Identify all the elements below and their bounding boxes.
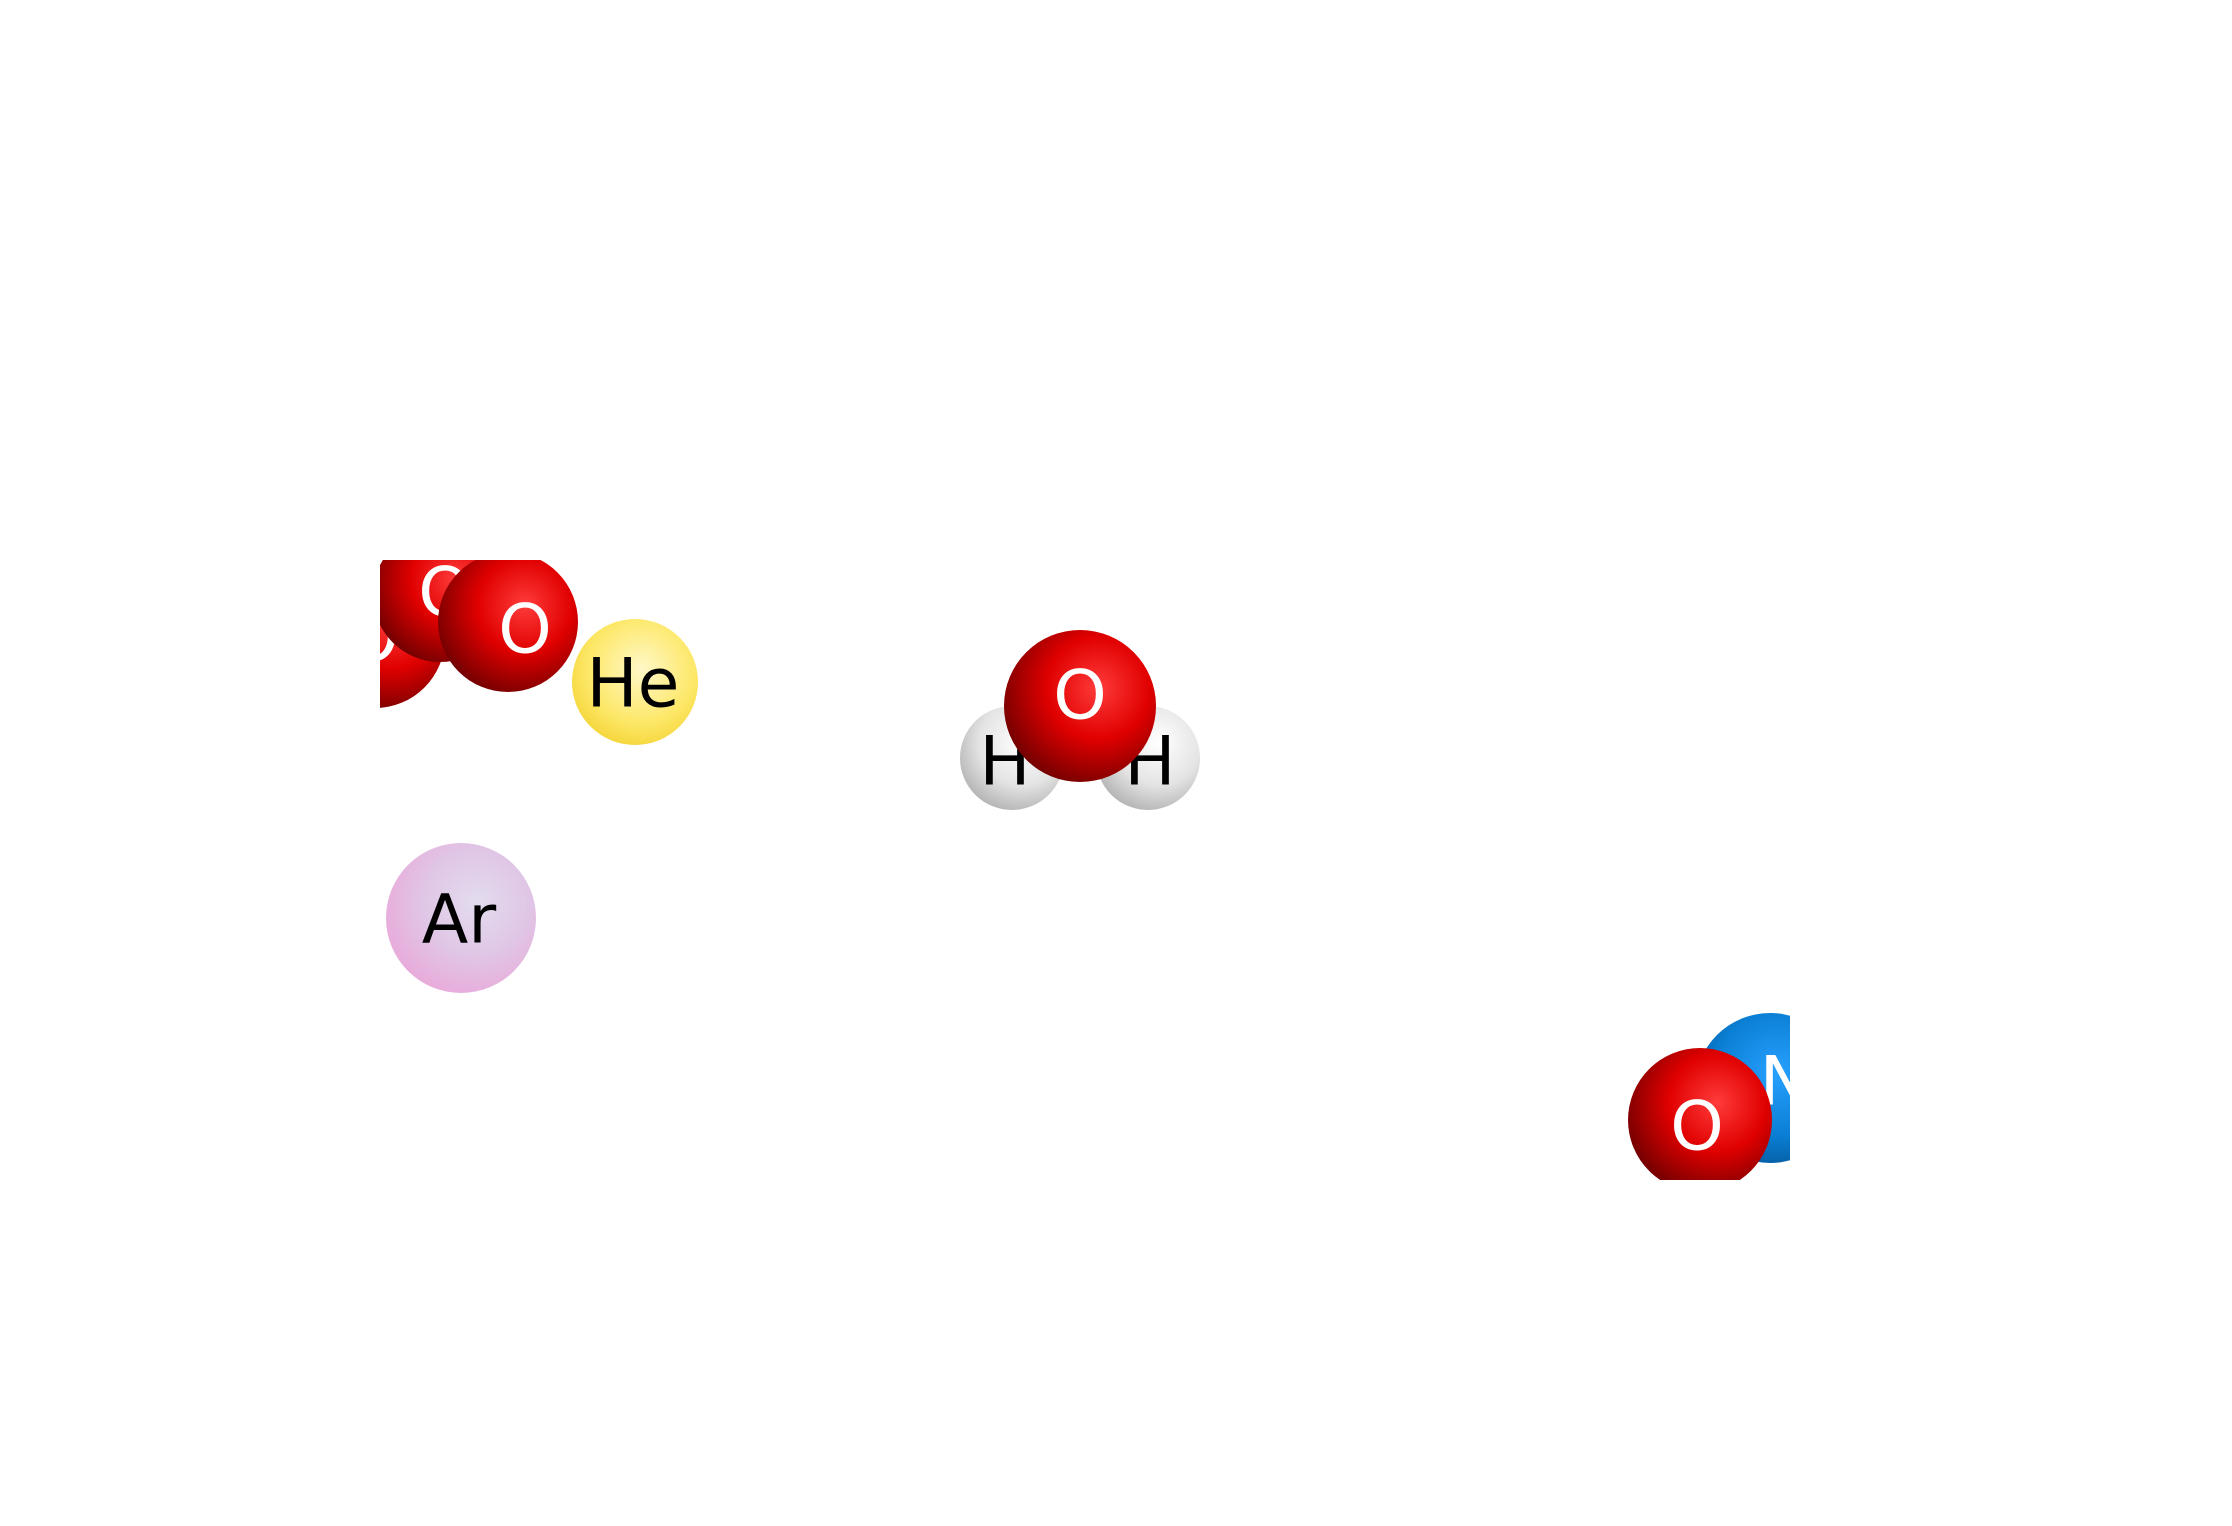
- atom-label: Ar: [422, 881, 497, 960]
- oxygen-atom-sphere: [1628, 1048, 1772, 1180]
- nitric-oxide-molecule: N O: [1628, 1013, 1790, 1180]
- nitric-oxide-oxygen: O: [1628, 1048, 1772, 1180]
- atom-label: O: [498, 591, 552, 670]
- oxygen-atom-sphere: [1004, 630, 1156, 782]
- water-oxygen: O: [1004, 630, 1156, 782]
- oxygen-atom-sphere: [438, 560, 578, 692]
- atom-label: O: [1670, 1088, 1724, 1167]
- atom-label: O: [1053, 657, 1107, 736]
- argon-atom: Ar: [386, 843, 536, 993]
- argon-atom-sphere: [386, 843, 536, 993]
- helium-atom-sphere: [572, 619, 698, 745]
- atom-label: He: [587, 645, 680, 724]
- ozone-atom-3: O: [438, 560, 578, 692]
- helium-atom: He: [572, 619, 698, 745]
- ozone-molecule: O O O: [380, 560, 578, 708]
- water-molecule: H H O: [960, 630, 1200, 810]
